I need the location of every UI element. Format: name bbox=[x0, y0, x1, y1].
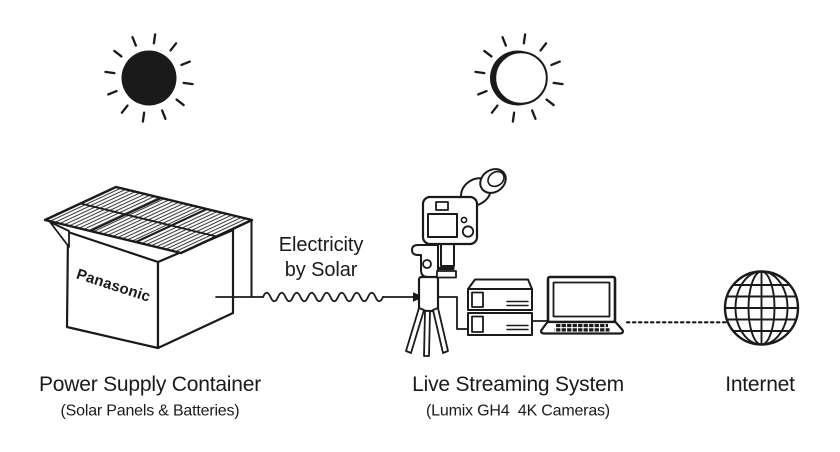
wavy-arrow-icon bbox=[215, 291, 424, 303]
filled-sun-icon bbox=[98, 27, 200, 129]
tripod-legs bbox=[405, 307, 449, 357]
outline-sun-icon bbox=[468, 27, 570, 129]
electricity-label-line1: Electricity bbox=[279, 234, 364, 256]
camera-tripod-icon bbox=[405, 168, 507, 357]
internet-title: Internet bbox=[725, 373, 795, 396]
quick-release-plate bbox=[436, 266, 457, 279]
solar-container-icon: Panasonic bbox=[43, 185, 254, 350]
recorder-top-face bbox=[467, 278, 533, 290]
power-container-subtitle: (Solar Panels & Batteries) bbox=[61, 403, 240, 420]
camera-button bbox=[460, 216, 468, 224]
camera-screen bbox=[427, 213, 458, 238]
streaming-system-title: Live Streaming System bbox=[412, 373, 624, 396]
laptop-icon bbox=[540, 275, 624, 335]
keyboard-keys bbox=[556, 323, 608, 328]
globe-icon bbox=[723, 270, 800, 346]
camera-dial bbox=[461, 225, 475, 238]
streaming-system-subtitle: (Lumix GH4 4K Cameras) bbox=[426, 403, 610, 420]
camera-to-recorder-cable bbox=[437, 296, 469, 330]
handle-knob bbox=[422, 259, 432, 269]
viewfinder bbox=[435, 201, 449, 211]
roof-support-strut bbox=[49, 221, 70, 248]
electricity-label-line2: by Solar bbox=[285, 259, 358, 281]
laptop-screen bbox=[546, 275, 617, 324]
power-container-title: Power Supply Container bbox=[39, 373, 261, 396]
tripod-column bbox=[417, 275, 440, 313]
keyboard-keys bbox=[554, 328, 610, 332]
solar-panel-roof bbox=[43, 185, 254, 255]
recorder-stack-icon bbox=[467, 278, 533, 336]
